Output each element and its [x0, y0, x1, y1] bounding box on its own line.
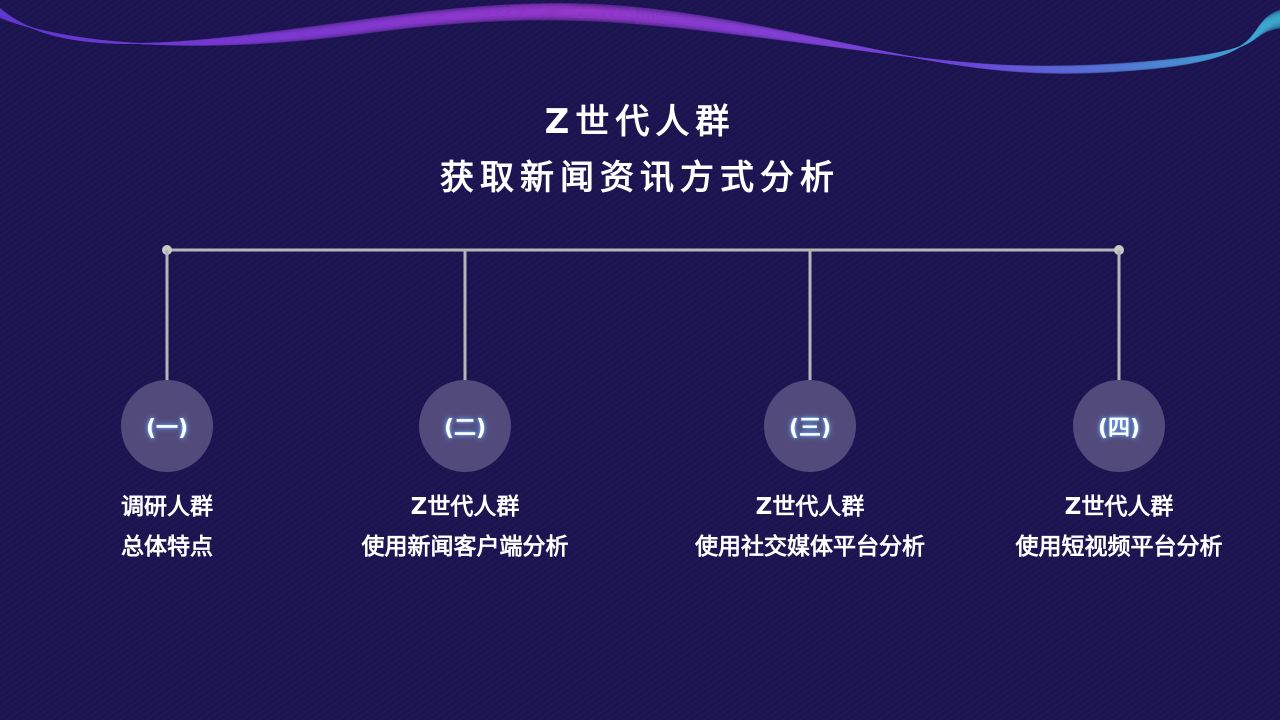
- wave-line: [0, 17, 1280, 67]
- node-1-label: 调研人群 总体特点: [17, 487, 317, 567]
- node-2-badge: (二): [419, 380, 511, 472]
- decorative-wave-lines: [0, 3, 1280, 74]
- node-1-label-line-2: 总体特点: [121, 534, 213, 560]
- node-2-label: Z世代人群 使用新闻客户端分析: [315, 487, 615, 567]
- page-title-line-2: 获取新闻资讯方式分析: [440, 158, 840, 198]
- node-2-label-line-1: Z世代人群: [410, 494, 520, 520]
- node-4-label-line-1: Z世代人群: [1064, 494, 1174, 520]
- node-3-badge: (三): [764, 380, 856, 472]
- node-3-label-line-1: Z世代人群: [755, 494, 865, 520]
- node-3-label: Z世代人群 使用社交媒体平台分析: [660, 487, 960, 567]
- node-1-label-line-1: 调研人群: [121, 494, 213, 520]
- node-3-label-line-2: 使用社交媒体平台分析: [695, 534, 925, 560]
- node-4-label-line-2: 使用短视频平台分析: [1015, 534, 1223, 560]
- node-4-badge: (四): [1073, 380, 1165, 472]
- page-title-line-1: Z世代人群: [544, 102, 736, 142]
- node-2-label-line-2: 使用新闻客户端分析: [361, 534, 569, 560]
- node-4-label: Z世代人群 使用短视频平台分析: [969, 487, 1269, 567]
- node-1-badge: (一): [121, 380, 213, 472]
